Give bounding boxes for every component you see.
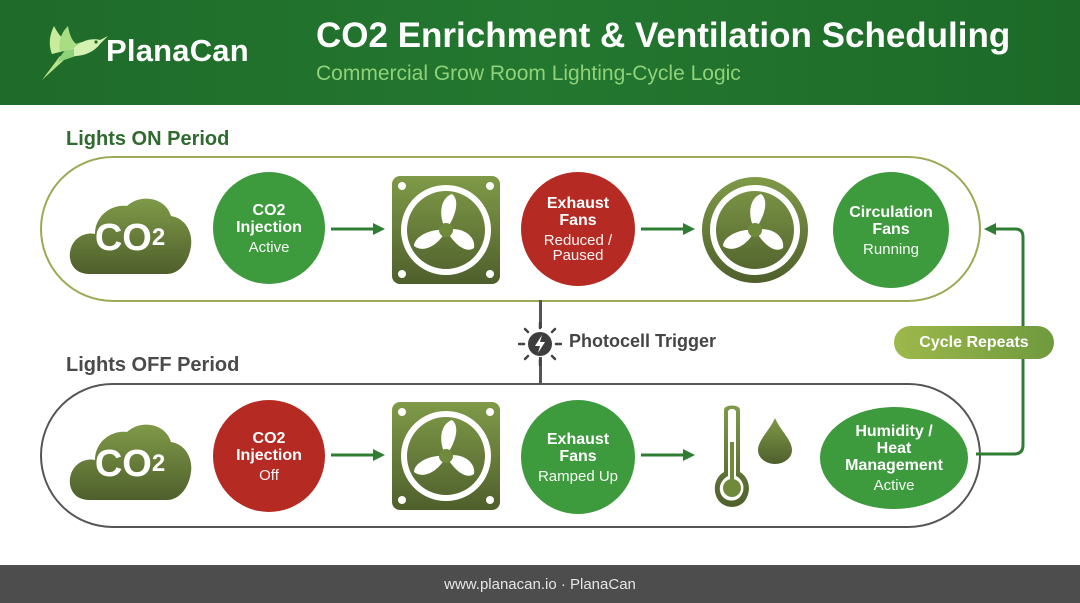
circulation-fans-state: Running: [863, 240, 919, 258]
lights-off-label: Lights OFF Period: [66, 354, 240, 376]
thermometer-icon: [714, 405, 749, 507]
trigger-connector-top: [539, 300, 542, 328]
co2-injection-off: CO2 Injection Off: [213, 400, 325, 512]
circulation-fan-icon: [702, 177, 808, 283]
exhaust-fans-reduced: Exhaust Fans Reduced / Paused: [521, 172, 635, 286]
co2-text: CO: [94, 442, 152, 485]
footer-text: www.planacan.io · PlanaCan: [444, 575, 636, 593]
lights-on-label: Lights ON Period: [66, 128, 230, 150]
humidity-heat-management: Humidity / Heat Management Active: [820, 407, 968, 509]
exhaust-fans-name: Exhaust Fans: [546, 195, 610, 229]
arrow-right-icon: [331, 449, 385, 461]
exhaust-fans-state: Ramped Up: [537, 467, 619, 485]
page-subtitle: Commercial Grow Room Lighting-Cycle Logi…: [316, 62, 741, 85]
exhaust-fan-icon: [392, 402, 500, 510]
footer: www.planacan.io · PlanaCan: [0, 565, 1080, 603]
exhaust-fans-ramped: Exhaust Fans Ramped Up: [521, 400, 635, 514]
circulation-fans-name: Circulation Fans: [849, 203, 933, 238]
lightning-bolt-icon: [518, 322, 562, 366]
co2-injection-name: CO2 Injection: [236, 429, 302, 464]
exhaust-fans-name: Exhaust Fans: [546, 430, 610, 465]
brand-name: PlanaCan: [106, 33, 249, 68]
water-drop-icon: [758, 418, 792, 464]
exhaust-fan-icon: [392, 176, 500, 284]
co2-subscript: 2: [151, 450, 166, 477]
hummingbird-icon: [42, 26, 108, 80]
humidity-name: Humidity / Heat Management: [845, 423, 943, 474]
co2-injection-name: CO2 Injection: [236, 201, 302, 236]
exhaust-fans-state: Reduced / Paused: [543, 232, 613, 264]
arrow-right-icon: [331, 223, 385, 235]
co2-injection-state: Active: [248, 238, 290, 256]
arrow-right-icon: [641, 223, 695, 235]
co2-subscript: 2: [151, 224, 166, 251]
co2-text: CO: [94, 216, 152, 259]
trigger-connector-bottom: [539, 357, 542, 384]
co2-injection-active: CO2 Injection Active: [213, 172, 325, 284]
arrow-right-icon: [641, 449, 695, 461]
cycle-repeats-badge: Cycle Repeats: [894, 326, 1054, 359]
header: PlanaCan CO2 Enrichment & Ventilation Sc…: [0, 0, 1080, 105]
circulation-fans-running: Circulation Fans Running: [833, 172, 949, 288]
lights-on-panel: [40, 156, 981, 302]
page-title: CO2 Enrichment & Ventilation Scheduling: [316, 16, 1011, 55]
co2-injection-state: Off: [259, 466, 279, 484]
photocell-trigger-label: Photocell Trigger: [569, 331, 717, 351]
humidity-state: Active: [873, 477, 915, 494]
